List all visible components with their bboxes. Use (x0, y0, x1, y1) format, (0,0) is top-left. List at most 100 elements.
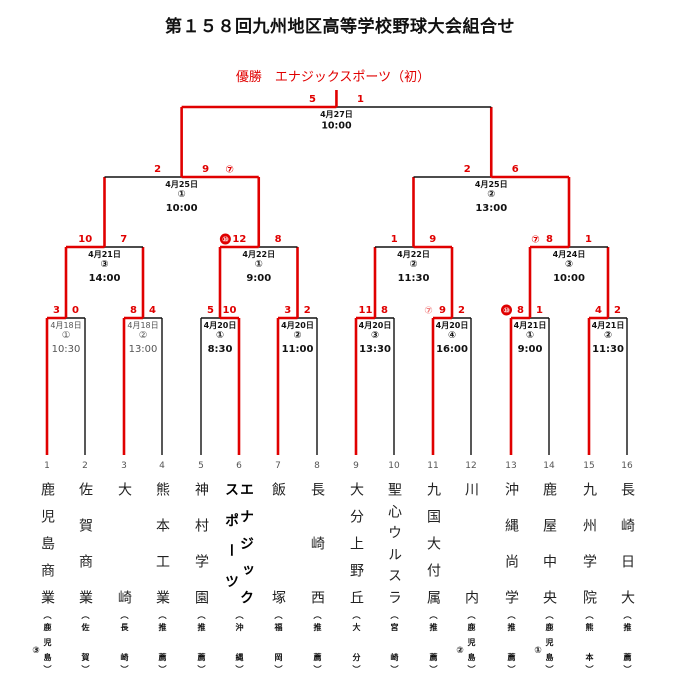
score-label: 5 (207, 305, 214, 316)
team-name-char: 島 (39, 536, 55, 550)
team-name-char: 長 (309, 482, 325, 496)
team-name: 大分上野丘 (345, 482, 367, 604)
prefecture-chars: 佐賀 (81, 619, 90, 665)
prefecture-char: 推 (313, 623, 322, 631)
team-name-char: ス (386, 568, 402, 583)
match-slot: ① (178, 189, 186, 200)
match-time: 16:00 (436, 344, 468, 355)
score-label: 4 (149, 305, 156, 316)
score-label: 9 (429, 234, 436, 245)
score-label: 3 (53, 305, 60, 316)
paren-open: （ (43, 611, 52, 619)
match-date: 4月24日 (553, 250, 586, 259)
team-name-char: 心 (386, 503, 402, 518)
paren-open: （ (585, 611, 594, 619)
paren-close: ） (235, 665, 244, 673)
champion-label: 優勝 エナジックスポーツ（初） (235, 70, 431, 85)
prefecture-char: 島 (43, 653, 52, 661)
prefecture-chars: 熊本 (585, 619, 594, 665)
called-game-note: ⑦ (424, 306, 432, 317)
match-time: 13:30 (359, 344, 391, 355)
prefecture-chars: 推薦 (623, 619, 632, 665)
prefecture-char: 薦 (313, 653, 322, 661)
team-number: 12 (465, 461, 477, 471)
team-name-char: 丘 (348, 590, 364, 604)
seed-badge: ① (533, 646, 543, 656)
match-time: 10:00 (553, 273, 585, 284)
paren-close: ） (585, 665, 594, 673)
team-name-char: 熊 (154, 482, 170, 496)
called-game-badge (219, 233, 231, 245)
team-name: 鹿屋中央 (538, 482, 560, 604)
score-label: 9 (202, 164, 209, 175)
team-name-char: ク (238, 590, 254, 604)
score-label: 8 (381, 305, 388, 316)
team-name-char: 川 (463, 482, 479, 496)
prefecture-chars: 福岡 (274, 619, 283, 665)
prefecture-char: 推 (197, 623, 206, 631)
team-name-char: 央 (541, 590, 557, 604)
team-prefecture: （長崎） (113, 611, 135, 673)
team-name-char: 分 (348, 509, 364, 523)
paren-open: （ (545, 611, 554, 619)
team-name-char: 園 (193, 590, 209, 604)
paren-open: （ (390, 611, 399, 619)
score-label: 2 (464, 164, 471, 175)
team-name: エナジック (235, 482, 257, 604)
score-label: 10 (223, 305, 237, 316)
team-name-char: 児 (39, 509, 55, 523)
prefecture-char: 鹿 (43, 623, 52, 631)
prefecture-char: 大 (352, 623, 361, 631)
prefecture-chars: 沖縄 (235, 619, 244, 665)
prefecture-chars: 推薦 (507, 619, 516, 665)
team-name-char: ル (386, 546, 402, 561)
team-name-char: 佐 (77, 482, 93, 496)
prefecture-char: 宮 (390, 623, 399, 631)
team-name-char: 業 (154, 590, 170, 604)
team-name-char: 学 (503, 590, 519, 604)
team-prefecture: （推薦） (151, 611, 173, 673)
team-number: 3 (121, 461, 127, 471)
prefecture-char: 推 (158, 623, 167, 631)
team-name-char: 商 (77, 554, 93, 568)
team-prefecture: （大分） (345, 611, 367, 673)
match-slot: ① (255, 259, 263, 270)
prefecture-char: 熊 (585, 623, 594, 631)
prefecture-char: 縄 (235, 653, 244, 661)
team-name-char: 属 (425, 590, 441, 604)
prefecture-chars: 大分 (352, 619, 361, 665)
match-time: 11:00 (282, 344, 314, 355)
score-label: 2 (154, 164, 161, 175)
team-name-char: ツ (223, 573, 239, 588)
match-date: 4月25日 (475, 180, 508, 189)
prefecture-char: 岡 (274, 653, 283, 661)
paren-close: ） (623, 665, 632, 673)
paren-open: （ (467, 611, 476, 619)
prefecture-char: 鹿 (545, 623, 554, 631)
team-number: 7 (275, 461, 281, 471)
team-name-char: エ (238, 482, 254, 496)
match-date: 4月25日 (165, 180, 198, 189)
team-name-char: ラ (386, 589, 402, 604)
score-label: 1 (391, 234, 398, 245)
team-prefecture: （宮崎） (383, 611, 405, 673)
team-number: 4 (159, 461, 165, 471)
prefecture-char: 薦 (197, 653, 206, 661)
team-prefecture: （推薦） (422, 611, 444, 673)
score-label: 8 (517, 305, 524, 316)
team-name-char: ジ (238, 536, 254, 550)
match-date: 4月20日 (436, 321, 469, 330)
match-time: 11:30 (592, 344, 624, 355)
team-name-char: 上 (348, 536, 364, 550)
team-name: 聖心ウルスラ (383, 482, 405, 604)
prefecture-char: 崎 (120, 653, 129, 661)
team-name-char: 院 (581, 590, 597, 604)
team-number: 1 (44, 461, 50, 471)
team-name-char: 付 (425, 563, 441, 577)
score-label: 3 (284, 305, 291, 316)
